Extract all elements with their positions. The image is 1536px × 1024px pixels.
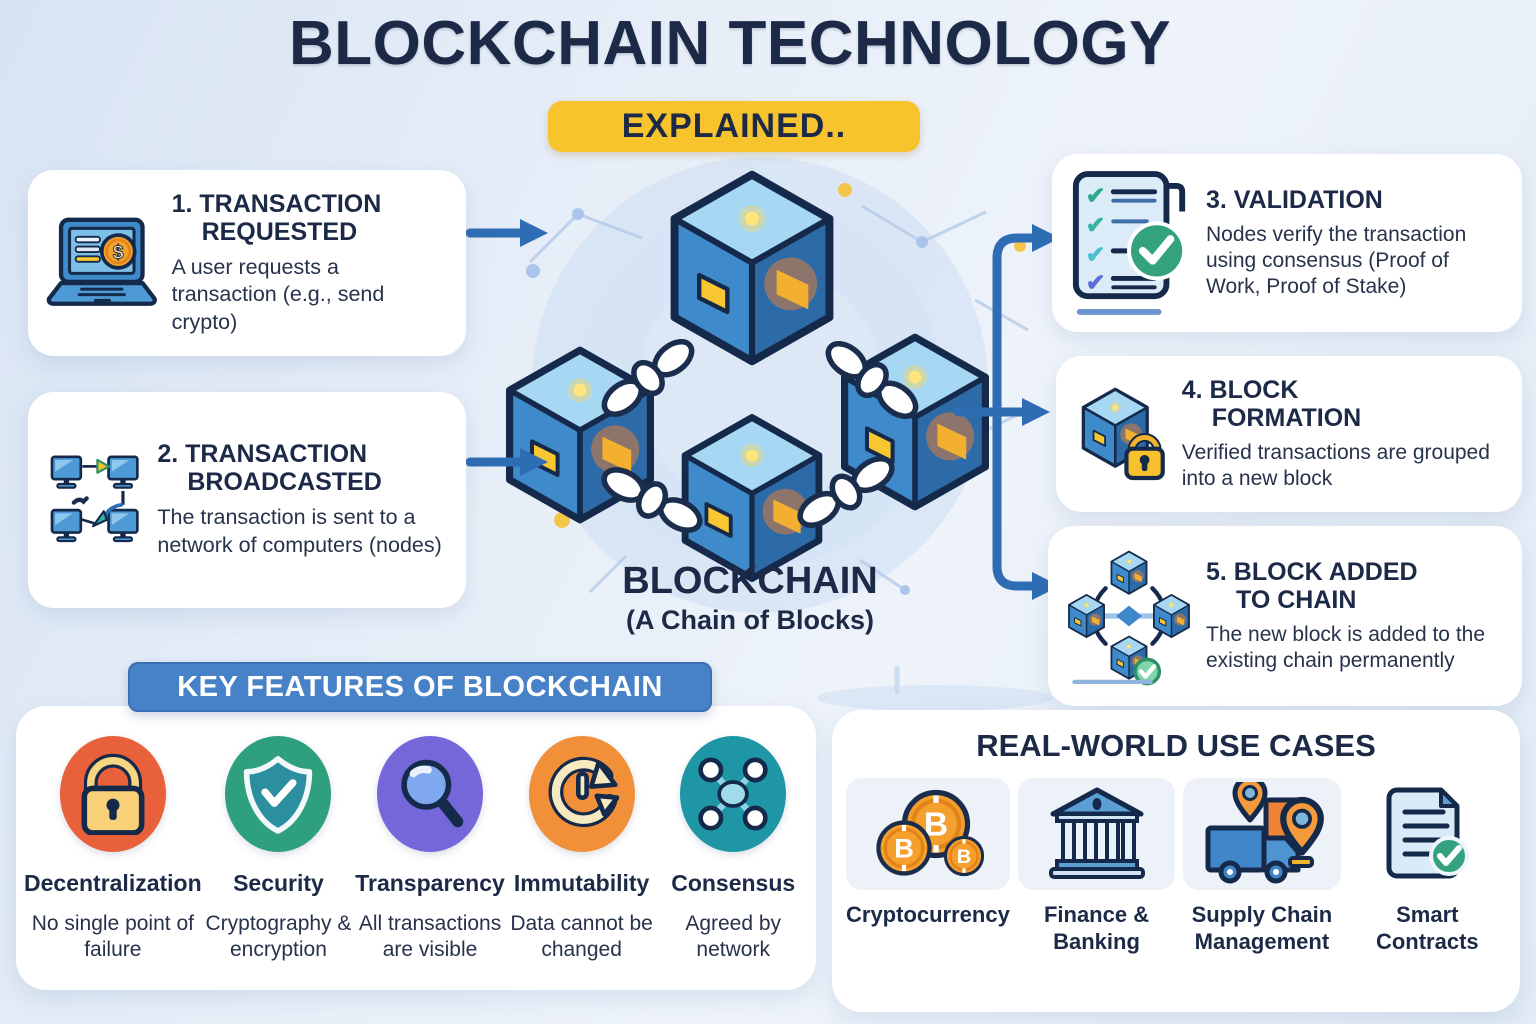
feature-label: Security bbox=[233, 870, 324, 896]
feature-label: Immutability bbox=[513, 870, 650, 896]
explained-badge: EXPLAINED.. bbox=[548, 101, 920, 152]
svg-text:✔: ✔ bbox=[1086, 270, 1106, 296]
feature-immutability: Immutability Data cannot be changed bbox=[507, 736, 657, 990]
feature-decentralization: Decentralization No single point of fail… bbox=[24, 736, 202, 990]
block-lock-icon bbox=[1081, 387, 1165, 481]
step-card-block-added: 5. BLOCK ADDED TO CHAIN The new block is… bbox=[1048, 526, 1522, 706]
feature-label: Decentralization bbox=[24, 870, 202, 896]
feature-label: Transparency bbox=[355, 870, 505, 896]
bank-icon bbox=[1017, 778, 1176, 890]
use-case-cryptocurrency: Cryptocurrency bbox=[846, 778, 1010, 956]
feature-desc: Data cannot be changed bbox=[510, 912, 653, 962]
feature-consensus: Consensus Agreed by network bbox=[658, 736, 808, 990]
use-case-label: Cryptocurrency bbox=[846, 902, 1010, 927]
svg-text:✔: ✔ bbox=[1086, 213, 1106, 239]
laptop-dollar-icon: $ bbox=[46, 217, 157, 306]
use-case-supply-chain: Supply Chain Management bbox=[1183, 778, 1341, 956]
step-heading: 2. TRANSACTION BROADCASTED bbox=[157, 440, 382, 497]
use-case-label: Smart Contracts bbox=[1375, 902, 1479, 954]
step-body: Nodes verify the transaction using conse… bbox=[1206, 222, 1467, 299]
step-body: The new block is added to the existing c… bbox=[1206, 622, 1486, 672]
blockchain-label: BLOCKCHAIN (A Chain of Blocks) bbox=[552, 560, 948, 636]
blockchain-network-illustration bbox=[460, 157, 1033, 613]
padlock-icon bbox=[59, 736, 166, 852]
use-case-smart-contracts: Smart Contracts bbox=[1349, 778, 1506, 956]
magnifier-icon bbox=[377, 736, 484, 852]
bitcoin-coins-icon bbox=[846, 778, 1010, 890]
feature-desc: No single point of failure bbox=[31, 912, 194, 962]
use-cases-header: REAL-WORLD USE CASES bbox=[976, 728, 1376, 763]
step-card-block-formation: 4. BLOCK FORMATION Verified transactions… bbox=[1056, 356, 1522, 512]
step-card-transaction-broadcasted: 2. TRANSACTION BROADCASTED The transacti… bbox=[28, 392, 466, 608]
step-card-validation: ✔ ✔ ✔ ✔ 3. VALIDATION Nodes verify the t… bbox=[1052, 154, 1522, 332]
feature-security: Security Cryptography & encryption bbox=[204, 736, 354, 990]
shield-check-icon bbox=[225, 736, 332, 852]
page-title: BLOCKCHAIN TECHNOLOGY bbox=[289, 9, 1171, 78]
feature-desc: All transactions are visible bbox=[358, 912, 502, 962]
step-heading: 5. BLOCK ADDED TO CHAIN bbox=[1206, 557, 1418, 614]
network-nodes-icon bbox=[680, 736, 787, 852]
step-heading: 3. VALIDATION bbox=[1206, 185, 1383, 214]
network-computers-icon bbox=[50, 455, 139, 543]
svg-text:✔: ✔ bbox=[1086, 184, 1106, 210]
history-clock-icon bbox=[528, 736, 635, 852]
chain-blocks-check-icon bbox=[1068, 550, 1190, 686]
step-body: The transaction is sent to a network of … bbox=[157, 505, 442, 557]
key-features-card: Decentralization No single point of fail… bbox=[16, 706, 816, 990]
svg-text:$: $ bbox=[113, 242, 124, 264]
use-case-label: Finance & Banking bbox=[1043, 902, 1150, 954]
step-body: Verified transactions are grouped into a… bbox=[1181, 440, 1490, 490]
feature-desc: Cryptography & encryption bbox=[205, 912, 352, 962]
feature-desc: Agreed by network bbox=[685, 912, 782, 962]
use-cases-card: REAL-WORLD USE CASES Cryptocurrency bbox=[832, 710, 1520, 1012]
blockchain-title: BLOCKCHAIN bbox=[622, 560, 878, 602]
feature-transparency: Transparency All transactions are visibl… bbox=[355, 736, 505, 990]
use-case-finance-banking: Finance & Banking bbox=[1017, 778, 1176, 956]
step-card-transaction-requested: $ 1. TRANSACTION REQUESTED A user reques… bbox=[28, 170, 466, 356]
blockchain-subtitle: (A Chain of Blocks) bbox=[625, 605, 874, 635]
use-case-label: Supply Chain Management bbox=[1191, 902, 1333, 954]
svg-text:✔: ✔ bbox=[1086, 243, 1106, 269]
key-features-header: KEY FEATURES OF BLOCKCHAIN bbox=[128, 662, 712, 712]
delivery-truck-icon bbox=[1183, 778, 1341, 890]
step-body: A user requests a transaction (e.g., sen… bbox=[171, 254, 385, 334]
checklist-verified-icon: ✔ ✔ ✔ ✔ bbox=[1072, 171, 1187, 315]
step-heading: 4. BLOCK FORMATION bbox=[1181, 375, 1362, 432]
step-heading: 1. TRANSACTION REQUESTED bbox=[171, 189, 382, 246]
contract-check-icon bbox=[1349, 778, 1506, 890]
feature-label: Consensus bbox=[671, 870, 796, 896]
